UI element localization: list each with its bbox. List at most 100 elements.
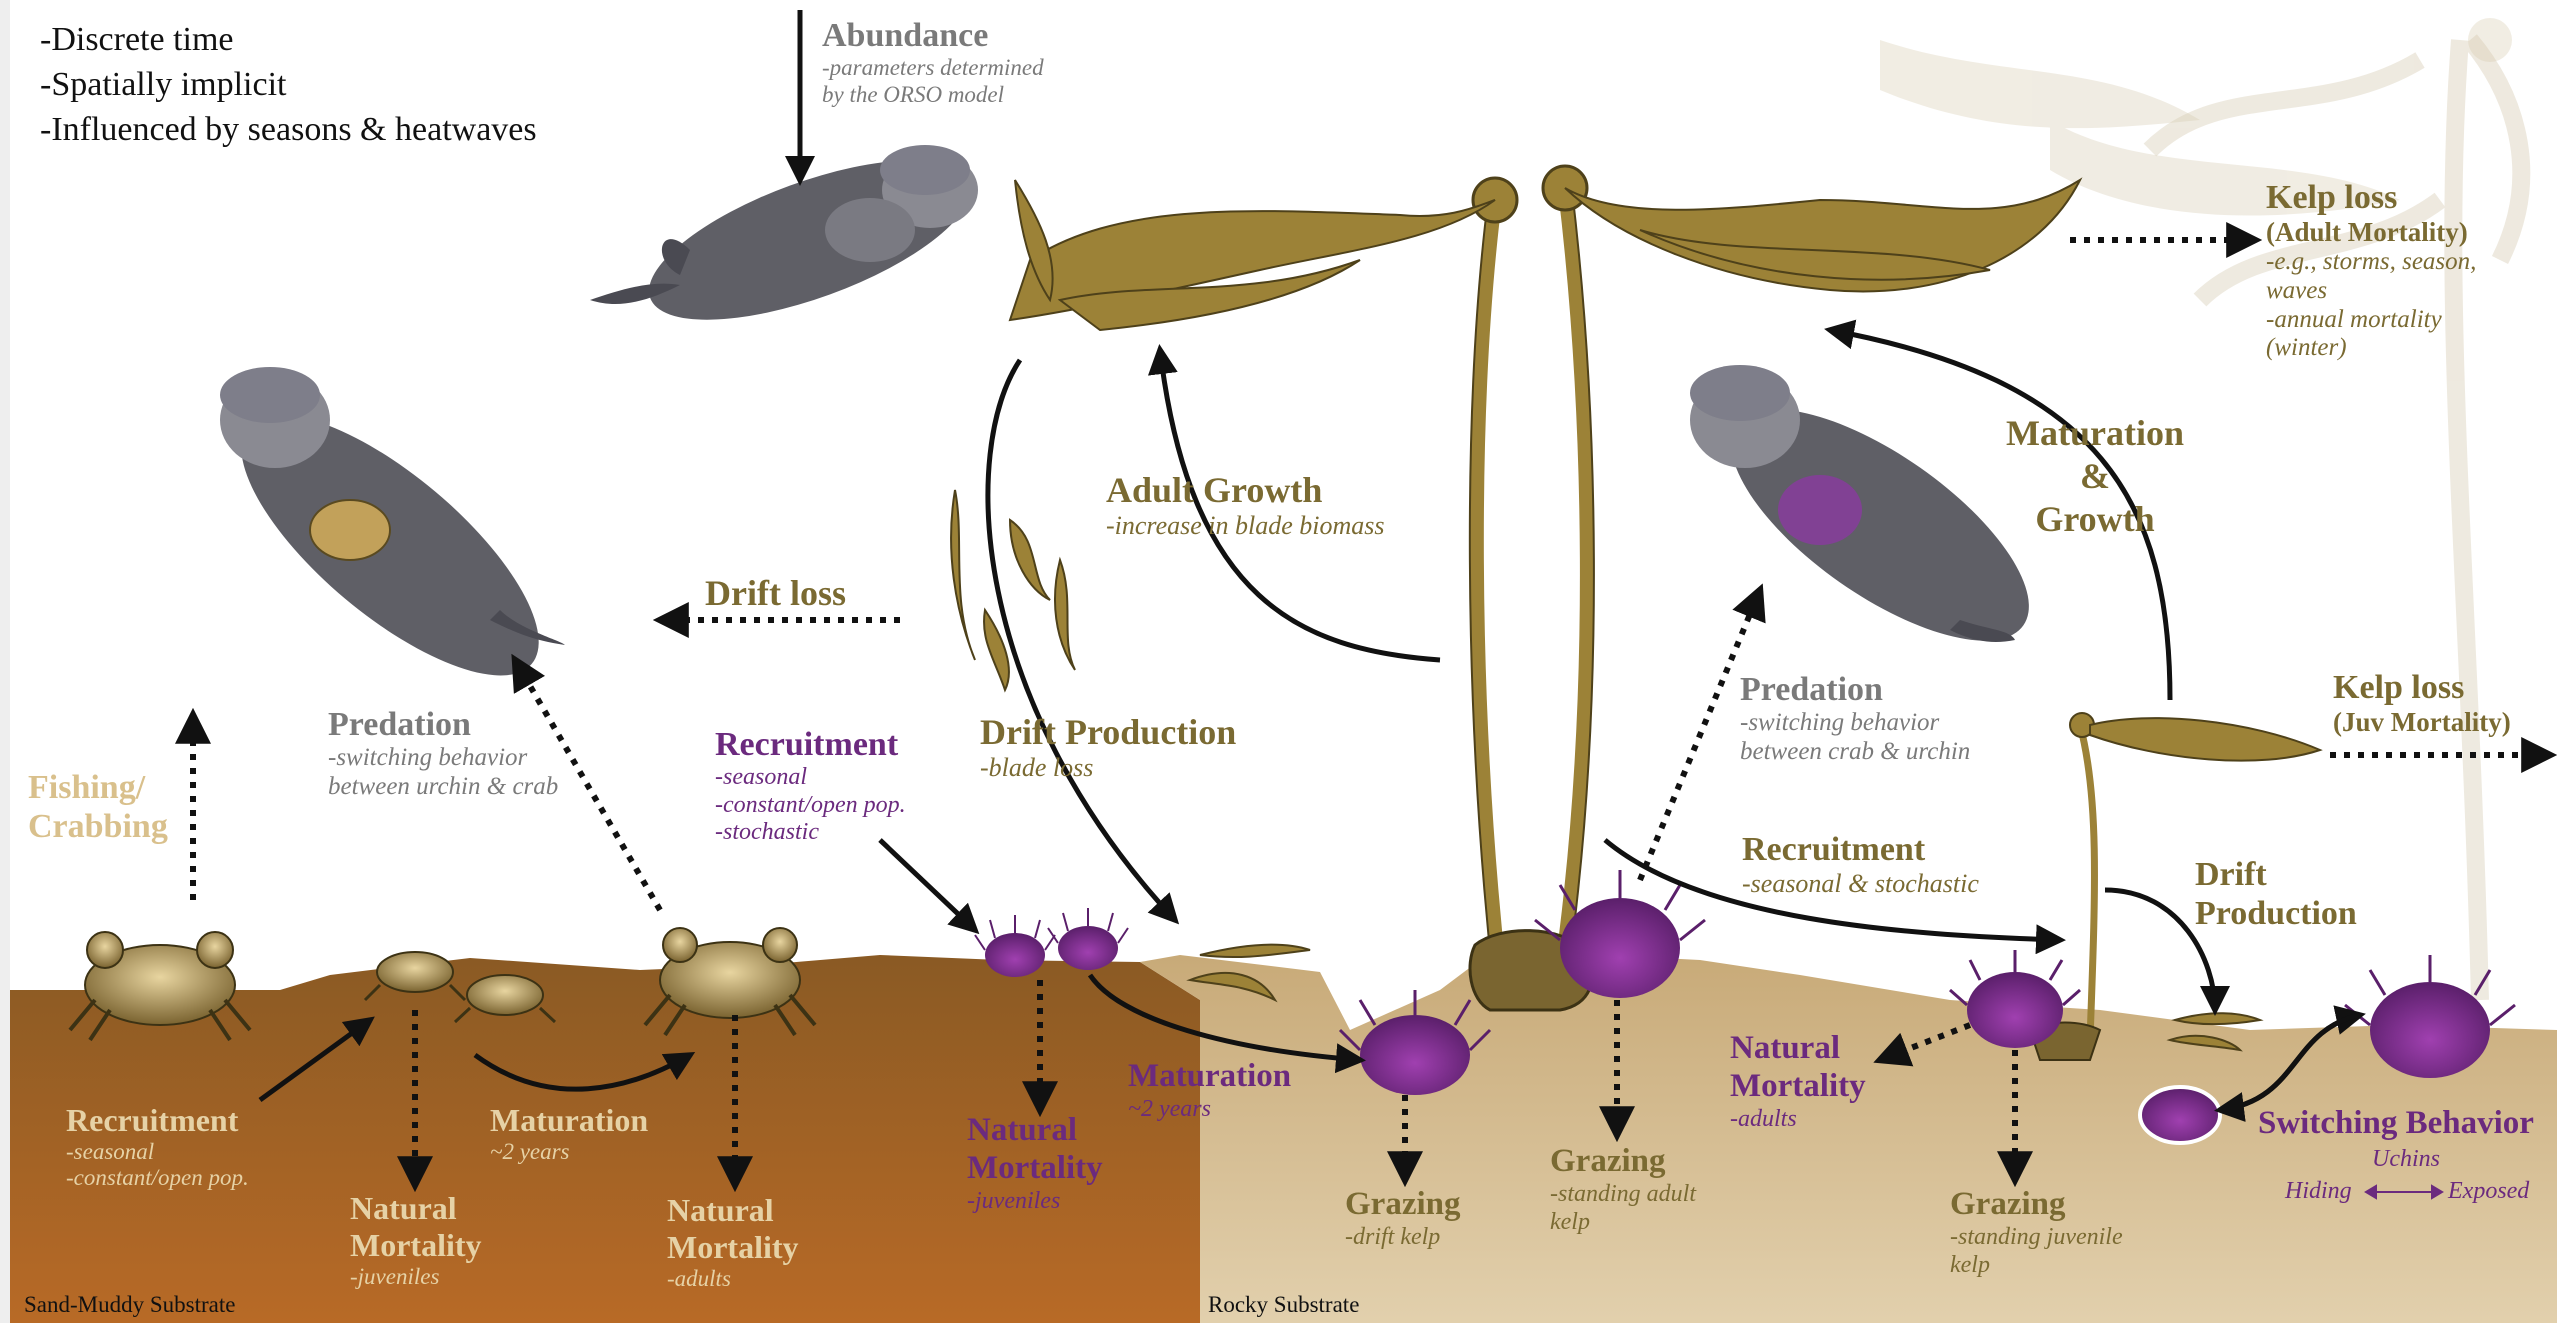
kelp-loss-adult-s2: waves (2266, 277, 2476, 306)
natmort-urchin-adult-label: Natural Mortality -adults (1730, 1030, 1866, 1133)
grazing-juv-s1: -standing juvenile (1950, 1224, 2123, 1252)
recruitment-urchin-s3: -stochastic (715, 819, 906, 847)
notes-block: -Discrete time -Spatially implicit -Infl… (40, 18, 537, 153)
kelp-loss-juv-label: Kelp loss (Juv Mortality) (2333, 668, 2511, 738)
natmort-crab-juv-l1: Natural (350, 1190, 482, 1227)
grazing-adult-title: Grazing (1550, 1143, 1696, 1181)
maturation-urchin-title: Maturation (1128, 1058, 1291, 1096)
abundance-sub-2: by the ORSO model (822, 82, 1044, 108)
kelp-loss-adult-s4: (winter) (2266, 334, 2476, 363)
maturation-growth-l2: & (1985, 455, 2205, 498)
urchin-hiding (2140, 1087, 2220, 1143)
natmort-crab-juv-sub: -juveniles (350, 1264, 482, 1290)
adult-growth-sub: -increase in blade biomass (1106, 511, 1385, 541)
recruitment-kelp-title: Recruitment (1742, 830, 1979, 869)
sea-otter-top (590, 127, 990, 352)
kelp-loss-adult-subtitle: (Adult Mortality) (2266, 217, 2476, 248)
natmort-urchin-juv-l1: Natural (967, 1112, 1103, 1150)
kelp-loss-adult-label: Kelp loss (Adult Mortality) -e.g., storm… (2266, 178, 2476, 363)
left-margin (0, 0, 10, 1323)
adult-growth-title: Adult Growth (1106, 470, 1385, 511)
switching-title: Switching Behavior (2258, 1105, 2534, 1143)
recruitment-crab-label: Recruitment -seasonal -constant/open pop… (66, 1102, 249, 1192)
drift-production-right-label: Drift Production (2195, 855, 2357, 933)
natmort-urchin-juv-label: Natural Mortality -juveniles (967, 1112, 1103, 1215)
recruitment-urchin-title: Recruitment (715, 725, 906, 764)
maturation-crab-label: Maturation ~2 years (490, 1102, 648, 1165)
maturation-crab-sub: ~2 years (490, 1139, 648, 1165)
grazing-drift-label: Grazing -drift kelp (1345, 1186, 1460, 1252)
fishing-label: Fishing/ Crabbing (28, 768, 168, 846)
natmort-crab-adult-sub: -adults (667, 1266, 799, 1292)
arrow-urchin-recruitment (880, 840, 975, 930)
natmort-crab-adult-label: Natural Mortality -adults (667, 1192, 799, 1292)
grazing-juv-label: Grazing -standing juvenile kelp (1950, 1186, 2123, 1279)
maturation-growth-l3: Growth (1985, 498, 2205, 541)
kelp-loss-adult-s1: -e.g., storms, season, (2266, 248, 2476, 277)
note-spatially-implicit: -Spatially implicit (40, 63, 537, 108)
grazing-drift-sub: -drift kelp (1345, 1224, 1460, 1252)
predation-left-s1: -switching behavior (328, 744, 558, 773)
natmort-urchin-adult-l2: Mortality (1730, 1068, 1866, 1106)
abundance-label: Abundance -parameters determined by the … (822, 16, 1044, 108)
kelp-canopy-right (1565, 180, 2080, 292)
drift-production-right-l1: Drift (2195, 855, 2357, 894)
natmort-urchin-juv-l2: Mortality (967, 1150, 1103, 1188)
kelp-loss-juv-subtitle: (Juv Mortality) (2333, 707, 2511, 738)
maturation-growth-l1: Maturation (1985, 412, 2205, 455)
abundance-sub-1: -parameters determined (822, 55, 1044, 81)
predation-left-label: Predation -switching behavior between ur… (328, 705, 558, 802)
predation-right-s1: -switching behavior (1740, 709, 1970, 738)
recruitment-crab-s1: -seasonal (66, 1139, 249, 1165)
grazing-adult-s2: kelp (1550, 1209, 1696, 1237)
recruitment-urchin-s1: -seasonal (715, 764, 906, 792)
predation-right-s2: between crab & urchin (1740, 738, 1970, 767)
natmort-crab-juv-l2: Mortality (350, 1227, 482, 1264)
drift-production-right-l2: Production (2195, 894, 2357, 933)
kelp-loss-adult-title: Kelp loss (2266, 178, 2476, 217)
abundance-title: Abundance (822, 16, 1044, 55)
recruitment-crab-s2: -constant/open pop. (66, 1165, 249, 1191)
maturation-growth-label: Maturation & Growth (1985, 412, 2205, 542)
maturation-crab-title: Maturation (490, 1102, 648, 1139)
adult-growth-label: Adult Growth -increase in blade biomass (1106, 470, 1385, 541)
solid-arrows (260, 10, 2360, 1110)
maturation-urchin-label: Maturation ~2 years (1128, 1058, 1291, 1124)
fishing-l2: Crabbing (28, 807, 168, 846)
predation-right-label: Predation -switching behavior between cr… (1740, 670, 1970, 767)
arrow-drift-production (988, 360, 1175, 920)
recruitment-kelp-sub: -seasonal & stochastic (1742, 869, 1979, 899)
drift-production-center-title: Drift Production (980, 712, 1236, 753)
sand-muddy-substrate-label: Sand-Muddy Substrate (24, 1292, 235, 1318)
note-discrete-time: -Discrete time (40, 18, 537, 63)
fishing-l1: Fishing/ (28, 768, 168, 807)
natmort-crab-adult-l1: Natural (667, 1192, 799, 1229)
maturation-urchin-sub: ~2 years (1128, 1096, 1291, 1124)
recruitment-urchin-label: Recruitment -seasonal -constant/open pop… (715, 725, 906, 847)
note-seasons-heatwaves: -Influenced by seasons & heatwaves (40, 108, 537, 153)
kelp-loss-juv-title: Kelp loss (2333, 668, 2511, 707)
recruitment-urchin-s2: -constant/open pop. (715, 792, 906, 820)
grazing-drift-title: Grazing (1345, 1186, 1460, 1224)
predation-left-title: Predation (328, 705, 558, 744)
switching-exposed: Exposed (2448, 1178, 2529, 1206)
grazing-adult-label: Grazing -standing adult kelp (1550, 1143, 1696, 1236)
grazing-adult-s1: -standing adult (1550, 1181, 1696, 1209)
switching-hiding: Hiding (2285, 1178, 2352, 1206)
natmort-crab-adult-l2: Mortality (667, 1229, 799, 1266)
kelp-loss-adult-s3: -annual mortality (2266, 306, 2476, 335)
drift-loss-label: Drift loss (705, 573, 846, 614)
drift-production-center-sub: -blade loss (980, 753, 1236, 783)
recruitment-crab-title: Recruitment (66, 1102, 249, 1139)
natmort-urchin-adult-l1: Natural (1730, 1030, 1866, 1068)
predation-right-title: Predation (1740, 670, 1970, 709)
grazing-juv-s2: kelp (1950, 1252, 2123, 1280)
kelp-canopy-left (1010, 180, 1495, 330)
predation-left-s2: between urchin & crab (328, 773, 558, 802)
natmort-urchin-adult-sub: -adults (1730, 1106, 1866, 1134)
grazing-juv-title: Grazing (1950, 1186, 2123, 1224)
rocky-substrate-label: Rocky Substrate (1208, 1292, 1359, 1318)
natmort-urchin-juv-sub: -juveniles (967, 1188, 1103, 1216)
